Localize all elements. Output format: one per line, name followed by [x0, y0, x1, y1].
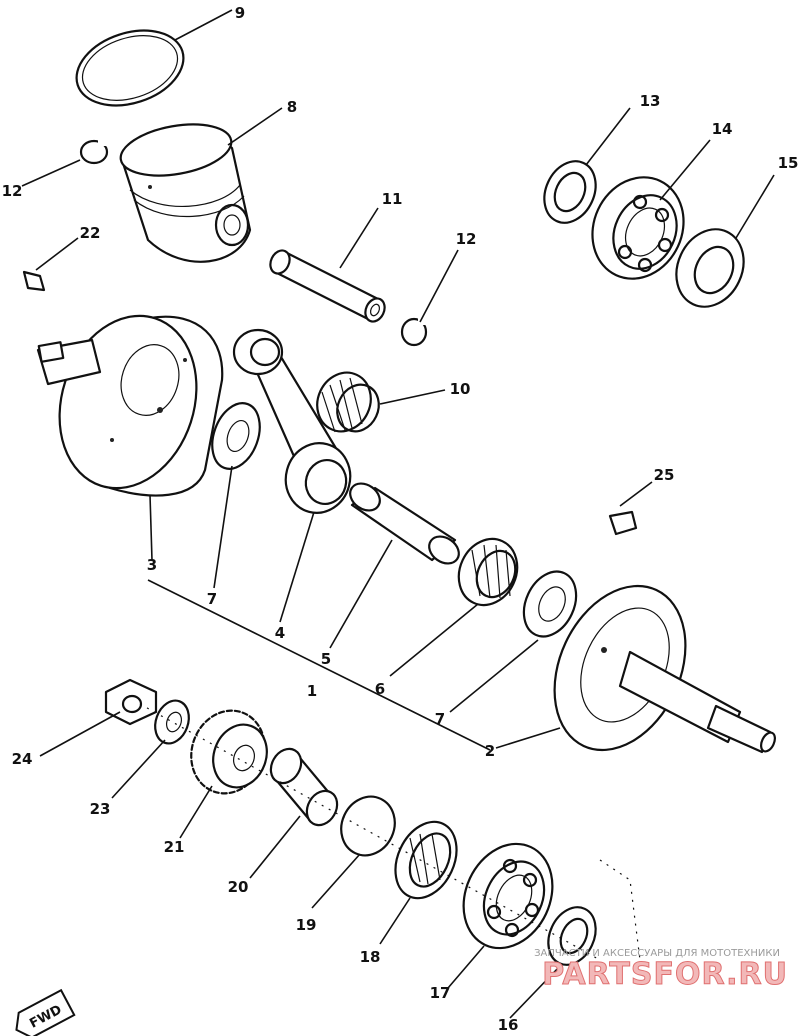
part-label-20: 20 [228, 878, 249, 896]
piston-pin [269, 249, 386, 323]
crank-washer-right [522, 570, 578, 638]
part-label-3: 3 [147, 556, 157, 574]
part-label-6: 6 [375, 680, 385, 698]
crank-nut [104, 678, 158, 726]
crankshaft-bearing-left [462, 842, 554, 950]
big-end-bearing [457, 537, 519, 607]
part-label-2: 2 [485, 742, 495, 760]
part-label-22: 22 [80, 224, 101, 242]
piston-pin-clip-right [400, 317, 428, 347]
oil-seal-right [675, 228, 745, 308]
part-label-7-left: 7 [207, 590, 217, 608]
crank-pin [349, 482, 460, 565]
part-label-16: 16 [498, 1016, 519, 1034]
part-label-11: 11 [382, 190, 403, 208]
part-label-18: 18 [360, 948, 381, 966]
locating-pin-right [608, 510, 638, 536]
piston-ring [75, 29, 185, 107]
crank-wheel-left [36, 314, 224, 497]
spacer-collar [269, 747, 339, 827]
crankshaft-shim [543, 160, 597, 224]
part-label-12-left: 12 [2, 182, 23, 200]
piston [119, 123, 252, 263]
part-label-24: 24 [12, 750, 33, 768]
part-label-25: 25 [654, 466, 675, 484]
part-label-9: 9 [235, 4, 245, 22]
forward-direction-mark: FWD [15, 988, 76, 1036]
crank-wheel-right [553, 584, 776, 754]
part-label-1: 1 [307, 682, 317, 700]
part-label-10: 10 [450, 380, 471, 398]
circlip [340, 795, 396, 857]
lock-washer [154, 699, 190, 745]
crankshaft-shim-left [547, 906, 597, 966]
small-end-bearing [316, 371, 380, 433]
locating-pin-left [22, 270, 46, 292]
oil-seal-left [394, 820, 458, 900]
part-label-5: 5 [321, 650, 331, 668]
part-label-13: 13 [640, 92, 661, 110]
part-label-21: 21 [164, 838, 185, 856]
piston-pin-clip-left [79, 139, 109, 165]
part-label-7-right: 7 [435, 710, 445, 728]
connecting-rod [232, 328, 352, 514]
crankshaft-bearing-right [591, 176, 685, 280]
part-label-23: 23 [90, 800, 111, 818]
crank-washer-left [211, 402, 261, 470]
part-label-12-right: 12 [456, 230, 477, 248]
part-label-4: 4 [275, 624, 285, 642]
part-label-17: 17 [430, 984, 451, 1002]
part-label-15: 15 [778, 154, 799, 172]
watermark-caption: ЗАПЧАСТИ И АКСЕССУАРЫ ДЛЯ МОТОТЕХНИКИ [534, 948, 780, 959]
part-label-19: 19 [296, 916, 317, 934]
part-label-14: 14 [712, 120, 733, 138]
part-label-8: 8 [287, 98, 297, 116]
primary-drive-gear [190, 709, 268, 795]
watermark-logo: PARTSFOR.RU [542, 957, 788, 992]
